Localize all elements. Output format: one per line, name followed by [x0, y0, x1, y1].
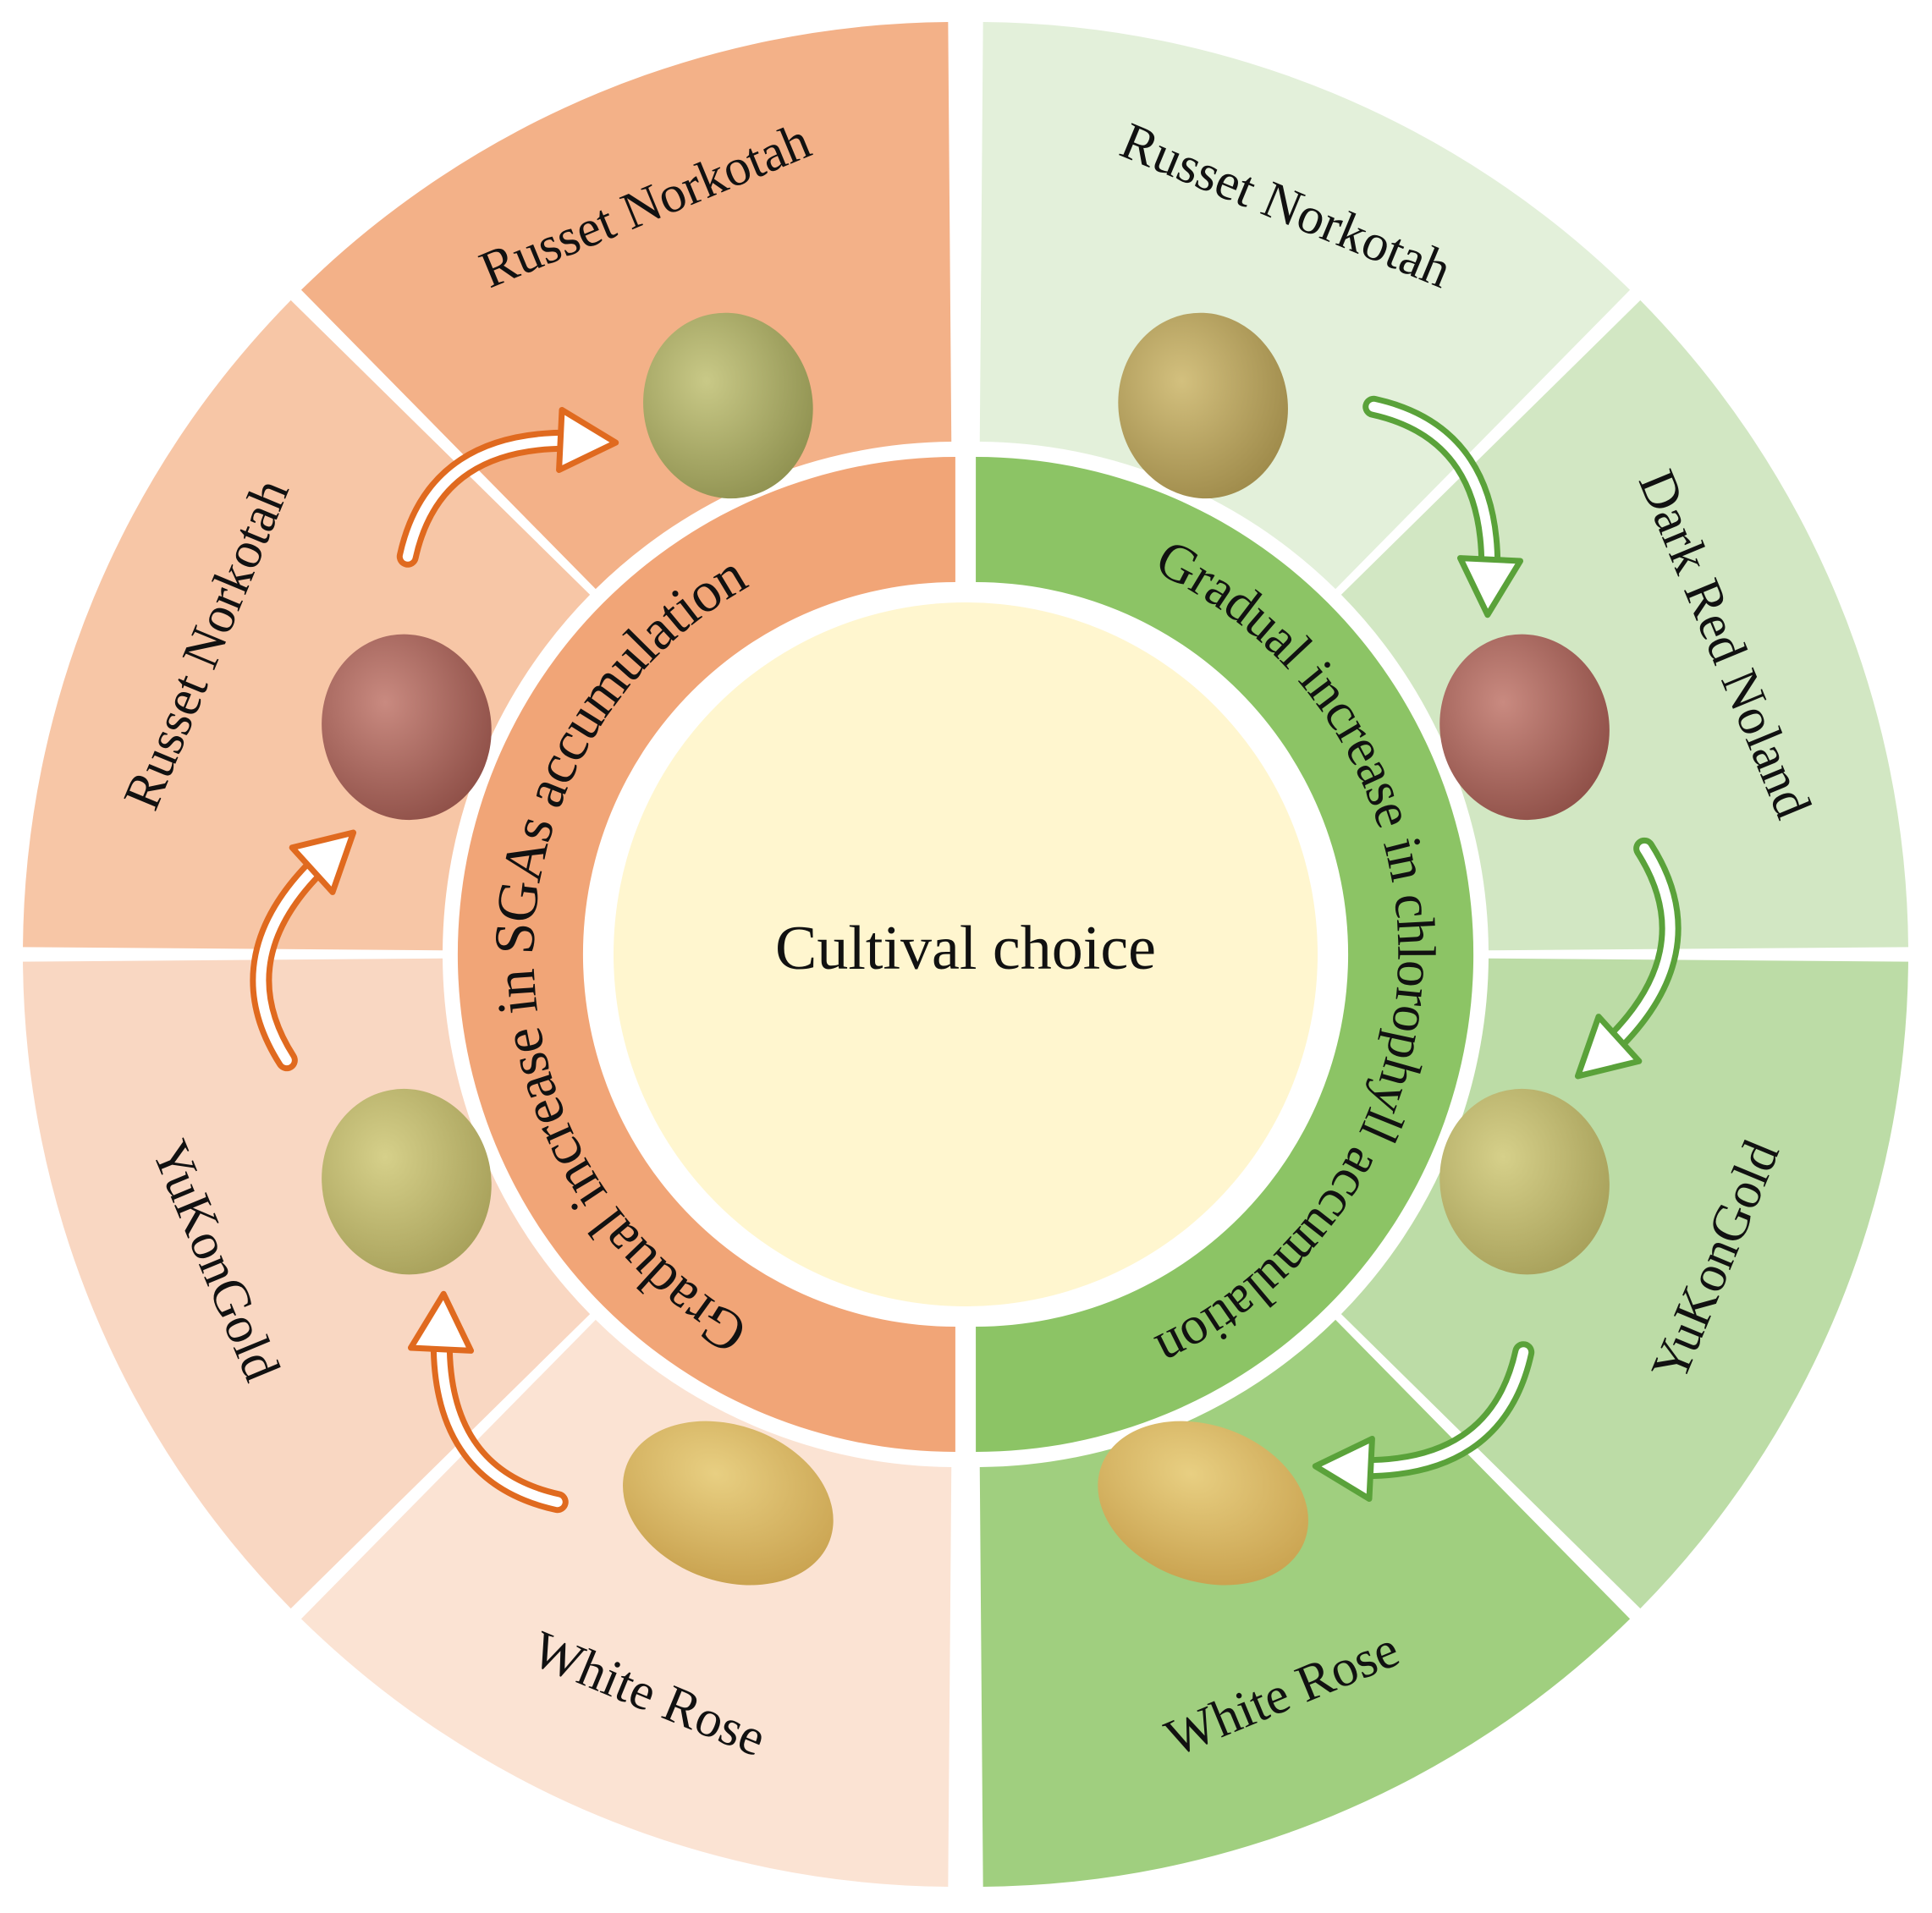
potato-green-icon: [643, 312, 813, 499]
potato-yellow-large-icon: [1098, 1421, 1308, 1586]
center-circle-group: Cultival choice: [614, 602, 1318, 1306]
potato-yellow-icon: [1439, 1088, 1610, 1275]
potato-red-icon: [1439, 634, 1610, 821]
potato-red-icon: [322, 634, 492, 821]
potatoes: [322, 312, 1610, 1586]
center-circle: [614, 602, 1318, 1306]
arrows: [250, 395, 1682, 1514]
center-label: Cultival choice: [775, 914, 1156, 983]
right-flow-arrow-icon: [1362, 395, 1524, 618]
left-flow-arrow-icon: [407, 1290, 569, 1514]
potato-yellow-large-icon: [623, 1421, 834, 1586]
potato-tan-icon: [1118, 312, 1288, 499]
left-band: [457, 457, 955, 1452]
right-band: [976, 457, 1474, 1452]
left-flow-arrow-icon: [396, 406, 619, 568]
right-flow-arrow-icon: [1574, 837, 1682, 1080]
left-flow-arrow-icon: [250, 829, 357, 1072]
potato-yellow-icon: [322, 1088, 492, 1275]
right-flow-arrow-icon: [1312, 1341, 1535, 1503]
